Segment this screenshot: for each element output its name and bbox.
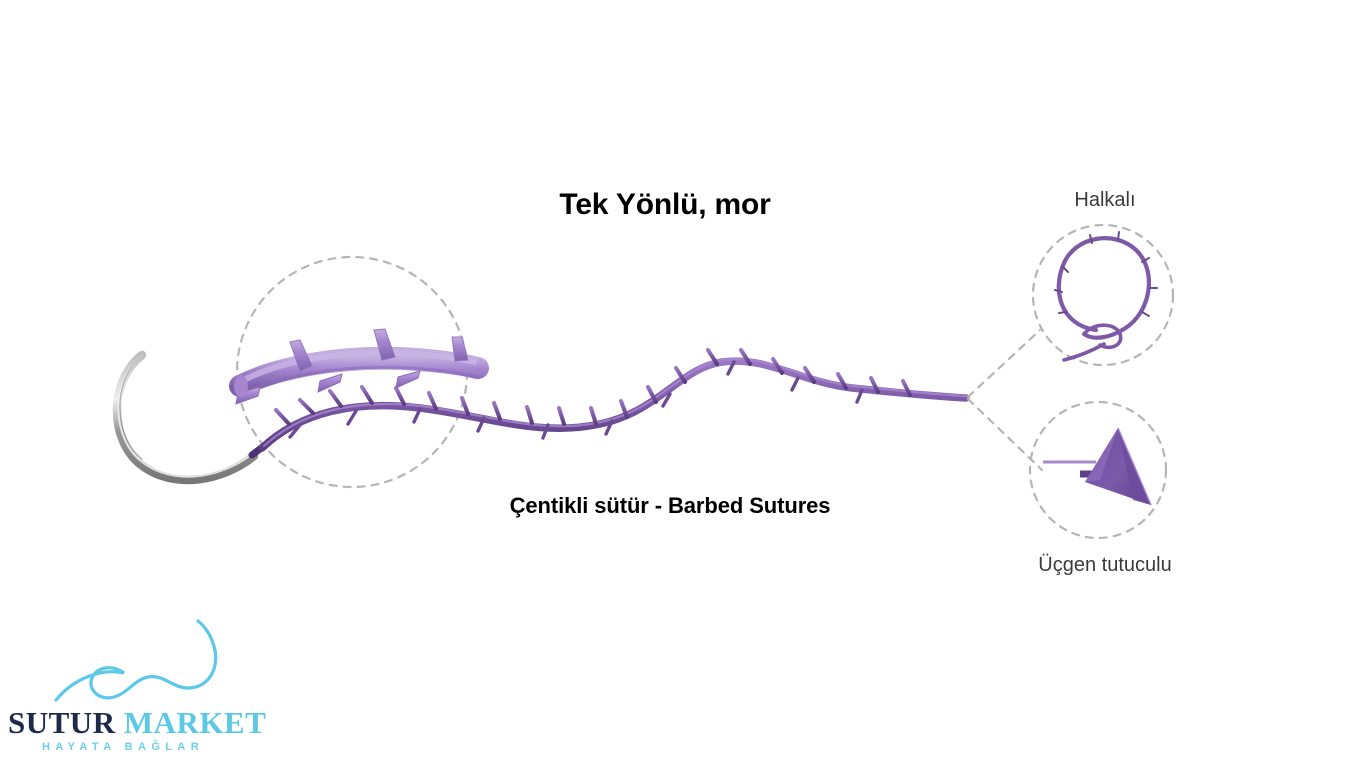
leader-lines <box>966 328 1044 472</box>
label-triangle-callout: Üçgen tutuculu <box>1038 554 1172 576</box>
loop-callout <box>1031 223 1175 367</box>
brand-logo: SUTUR MARKET HAYATA BAĞLAR <box>8 618 266 758</box>
barbed-suture-thread <box>248 348 970 459</box>
logo-tagline: HAYATA BAĞLAR <box>42 741 205 753</box>
swoosh-icon <box>54 619 218 702</box>
logo-wordmark: SUTUR MARKET <box>8 705 266 741</box>
logo-word-secondary: MARKET <box>123 705 267 740</box>
page-title: Tek Yönlü, mor <box>559 188 771 221</box>
triangle-callout <box>1028 400 1168 540</box>
label-loop-callout: Halkalı <box>1074 189 1136 211</box>
subtitle-caption: Çentikli sütür - Barbed Sutures <box>509 493 831 518</box>
magnified-barb-detail <box>229 328 489 405</box>
logo-word-primary: SUTUR <box>8 705 116 740</box>
surgical-needle <box>112 350 259 485</box>
